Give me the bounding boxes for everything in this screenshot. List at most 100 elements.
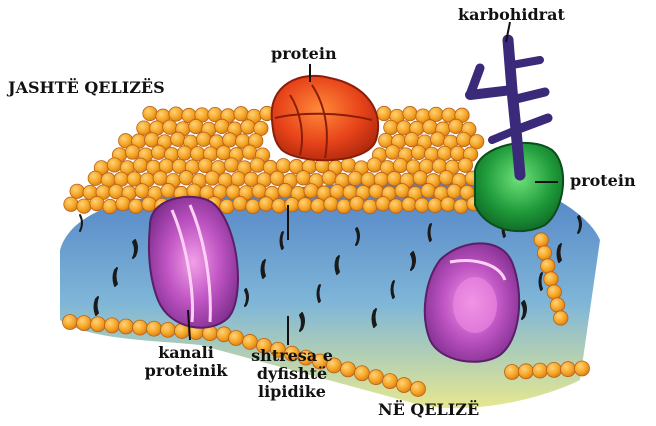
phospholipid-head <box>384 120 398 134</box>
phospholipid-head <box>231 172 245 186</box>
channel-protein-right <box>425 243 519 361</box>
label-carbohydrate: karbohidrat <box>458 6 565 24</box>
phospholipid-head <box>383 374 398 389</box>
phospholipid-head <box>143 106 157 120</box>
phospholipid-head <box>421 184 435 198</box>
phospholipid-head <box>348 171 362 185</box>
phospholipid-head <box>537 246 551 260</box>
phospholipid-head <box>223 133 237 147</box>
phospholipid-head <box>411 381 426 396</box>
phospholipid-head <box>234 107 248 121</box>
label-lipid-bilayer: shtresa e dyfishtë lipidike <box>246 347 338 401</box>
phospholipid-head <box>270 171 284 185</box>
phospholipid-head <box>197 132 211 146</box>
phospholipid-head <box>544 272 558 286</box>
phospholipid-head <box>470 134 484 148</box>
label-outside-cell: JASHTË QELIZËS <box>8 79 165 97</box>
phospholipid-head <box>216 146 230 160</box>
phospholipid-head <box>439 171 453 185</box>
phospholipid-head <box>116 196 130 210</box>
phospholipid-head <box>179 171 193 185</box>
phospholipid-head <box>90 196 104 210</box>
phospholipid-head <box>397 378 412 393</box>
phospholipid-head <box>169 107 183 121</box>
phospholipid-head <box>431 132 445 146</box>
phospholipid-head <box>133 320 148 335</box>
label-channel-protein: kanali proteinik <box>130 344 242 380</box>
phospholipid-head <box>428 198 442 212</box>
phospholipid-head <box>377 106 391 120</box>
phospholipid-head <box>534 233 548 247</box>
phospholipid-head <box>411 145 425 159</box>
phospholipid-head <box>153 171 167 185</box>
phospholipid-head <box>103 199 117 213</box>
phospholipid-head <box>322 171 336 185</box>
phospholipid-head <box>142 197 156 211</box>
phospholipid-head <box>449 119 463 133</box>
phospholipid-head <box>177 146 191 160</box>
phospholipid-head <box>437 146 451 160</box>
label-bilayer-line2: dyfishtë <box>246 365 338 383</box>
phospholipid-head <box>533 363 548 378</box>
phospholipid-head <box>387 171 401 185</box>
phospholipid-head <box>252 184 266 198</box>
phospholipid-head <box>105 318 120 333</box>
phospholipid-head <box>457 132 471 146</box>
phospholipid-head <box>341 158 355 172</box>
phospholipid-head <box>395 184 409 198</box>
phospholipid-head <box>151 145 165 159</box>
label-bilayer-line1: shtresa e <box>246 347 338 365</box>
phospholipid-head <box>129 199 143 213</box>
phospholipid-head <box>189 119 203 133</box>
phospholipid-head <box>550 298 564 312</box>
phospholipid-head <box>198 158 212 172</box>
phospholipid-head <box>505 365 520 380</box>
phospholipid-head <box>63 315 78 330</box>
phospholipid-head <box>458 158 472 172</box>
label-protein-top: protein <box>271 45 337 63</box>
phospholipid-head <box>107 158 121 172</box>
channel-protein-left <box>149 197 238 328</box>
phospholipid-head <box>259 197 273 211</box>
phospholipid-head <box>163 120 177 134</box>
phospholipid-head <box>171 132 185 146</box>
phospholipid-head <box>355 366 370 381</box>
label-channel-line2: proteinik <box>130 362 242 380</box>
phospholipid-head <box>88 171 102 185</box>
phospholipid-head <box>125 145 139 159</box>
phospholipid-head <box>575 361 590 376</box>
phospholipid-head <box>547 362 562 377</box>
phospholipid-head <box>246 199 260 213</box>
phospholipid-head <box>91 317 106 332</box>
phospholipid-head <box>402 197 416 211</box>
phospholipid-head <box>429 107 443 121</box>
phospholipid-head <box>147 321 162 336</box>
phospholipid-head <box>161 183 175 197</box>
phospholipid-head <box>145 133 159 147</box>
phospholipid-head <box>70 184 84 198</box>
phospholipid-head <box>64 197 78 211</box>
label-protein-right: protein <box>570 172 636 190</box>
phospholipid-head <box>324 197 338 211</box>
phospholipid-head <box>135 184 149 198</box>
phospholipid-head <box>77 316 92 331</box>
phospholipid-head <box>369 370 384 385</box>
phospholipid-head <box>241 120 255 134</box>
phospholipid-head <box>304 184 318 198</box>
phospholipid-head <box>363 199 377 213</box>
phospholipid-head <box>389 199 403 213</box>
phospholipid-head <box>447 184 461 198</box>
phospholipid-head <box>242 145 256 159</box>
phospholipid-head <box>561 362 576 377</box>
phospholipid-head <box>285 198 299 212</box>
phospholipid-head <box>296 171 310 185</box>
phospholipid-head <box>77 199 91 213</box>
phospholipid-head <box>233 196 247 210</box>
phospholipid-head <box>341 362 356 377</box>
phospholipid-head <box>519 364 534 379</box>
phospholipid-head <box>215 119 229 133</box>
phospholipid-head <box>403 106 417 120</box>
phospholipid-head <box>311 198 325 212</box>
phospholipid-head <box>385 145 399 159</box>
phospholipid-head <box>413 171 427 185</box>
